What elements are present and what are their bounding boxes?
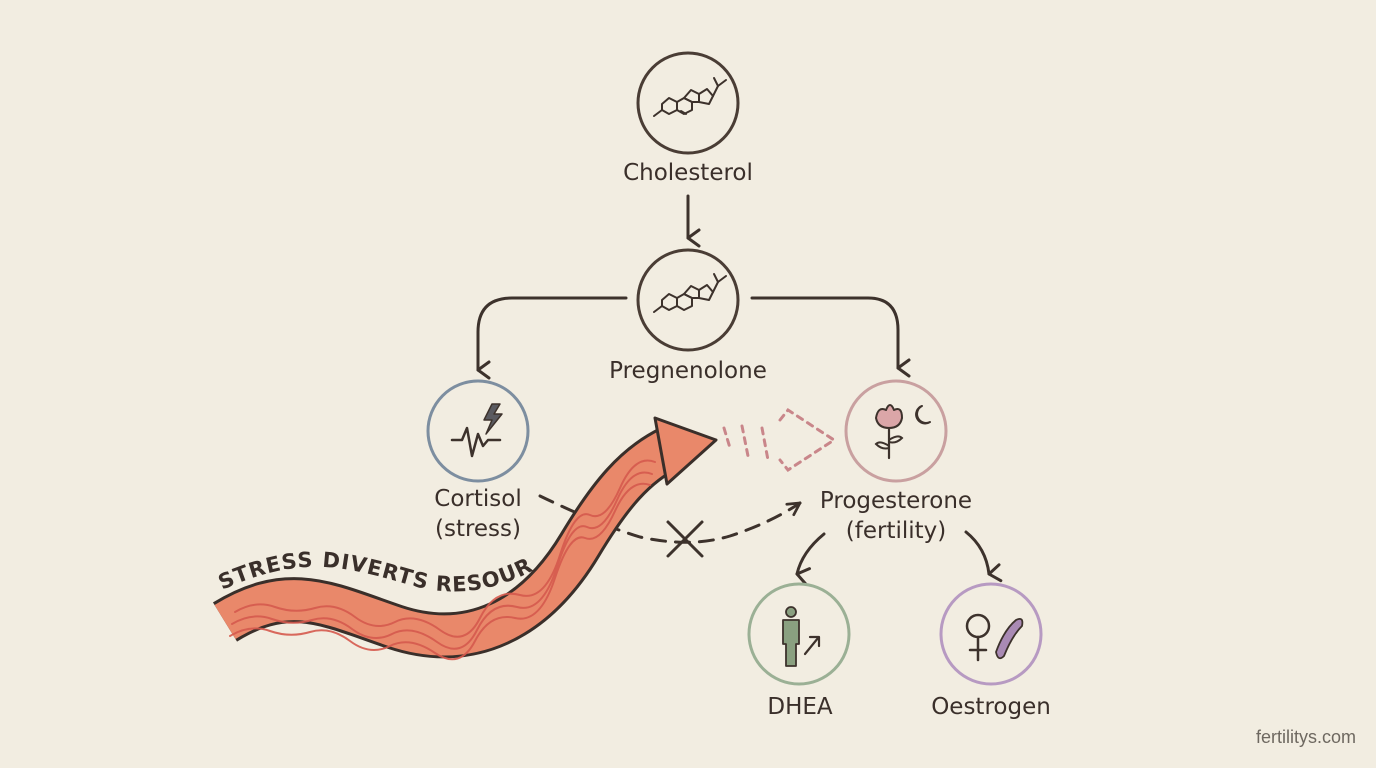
oestrogen-label: Oestrogen [931,694,1051,720]
arrow-pregnenolone-to-progesterone [750,296,911,378]
female-symbol-icon [965,613,1024,662]
arrow-progesterone-to-dhea [795,532,826,586]
watermark[interactable]: fertilitys.com [1255,727,1356,747]
blocked-pathway-arrow [722,407,837,473]
arrow-progesterone-to-oestrogen [964,530,1003,583]
node-oestrogen [939,582,1043,686]
steroid-molecule-icon [653,273,727,313]
progesterone-sublabel: (fertility) [845,518,947,544]
heartbeat-lightning-icon [450,403,503,458]
node-dhea [747,582,851,686]
arrow-pregnenolone-to-cortisol [476,296,628,380]
pregnenolone-label: Pregnenolone [609,358,767,384]
cortisol-label: Cortisol [434,486,522,512]
banner-arrowhead [653,416,718,486]
blocked-x-icon [666,520,704,558]
cortisol-sublabel: (stress) [434,516,521,542]
steroid-molecule-icon [653,77,727,117]
node-cholesterol [636,51,740,155]
cholesterol-label: Cholesterol [623,160,753,186]
flower-moon-icon [874,404,931,460]
node-cortisol [426,379,530,483]
progesterone-label: Progesterone [819,488,973,514]
node-pregnenolone [636,248,740,352]
node-progesterone [844,379,948,483]
dhea-label: DHEA [767,694,833,720]
person-male-arrow-icon [782,606,821,667]
stress-banner-arrow: STRESS DIVERTS RESOURCES [0,0,718,661]
